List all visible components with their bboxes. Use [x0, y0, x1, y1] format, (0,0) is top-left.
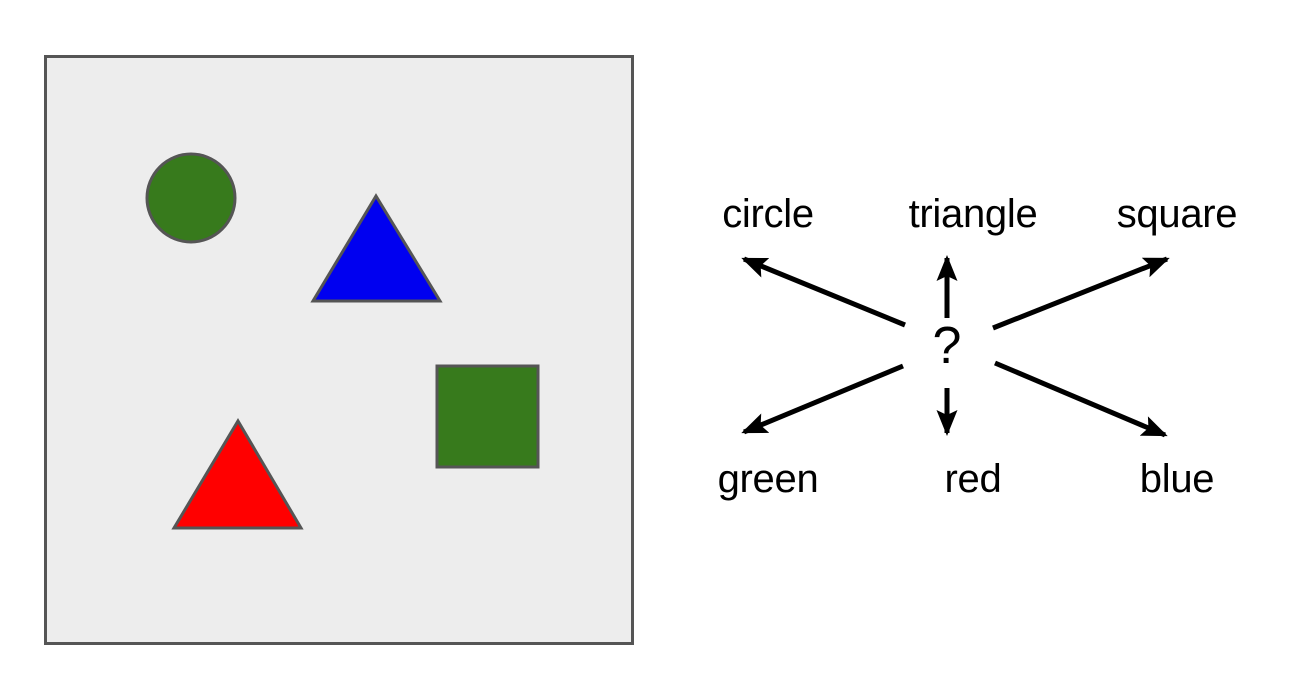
- blue-triangle-shape: [310, 193, 443, 303]
- arrow-to-circle-icon: [741, 256, 906, 328]
- arrow-to-square-icon: [992, 256, 1170, 331]
- label-blue: blue: [1139, 457, 1215, 501]
- green-square-shape: [435, 364, 540, 469]
- label-square: square: [1116, 192, 1238, 236]
- green-circle-shape: [145, 152, 237, 244]
- red-triangle-shape: [171, 418, 304, 530]
- label-red: red: [944, 457, 1002, 501]
- label-circle: circle: [722, 192, 814, 236]
- arrow-to-blue-icon: [994, 360, 1168, 438]
- shape-scene-panel: [44, 55, 634, 645]
- arrows-canvas: [741, 254, 1170, 438]
- shape-scene-canvas: [145, 152, 540, 530]
- label-green: green: [717, 457, 819, 501]
- label-triangle: triangle: [908, 192, 1038, 236]
- center-question-mark: ?: [932, 317, 962, 375]
- question-diagram-panel: ? circle triangle square green red blue: [640, 0, 1292, 682]
- arrow-to-green-icon: [741, 363, 904, 435]
